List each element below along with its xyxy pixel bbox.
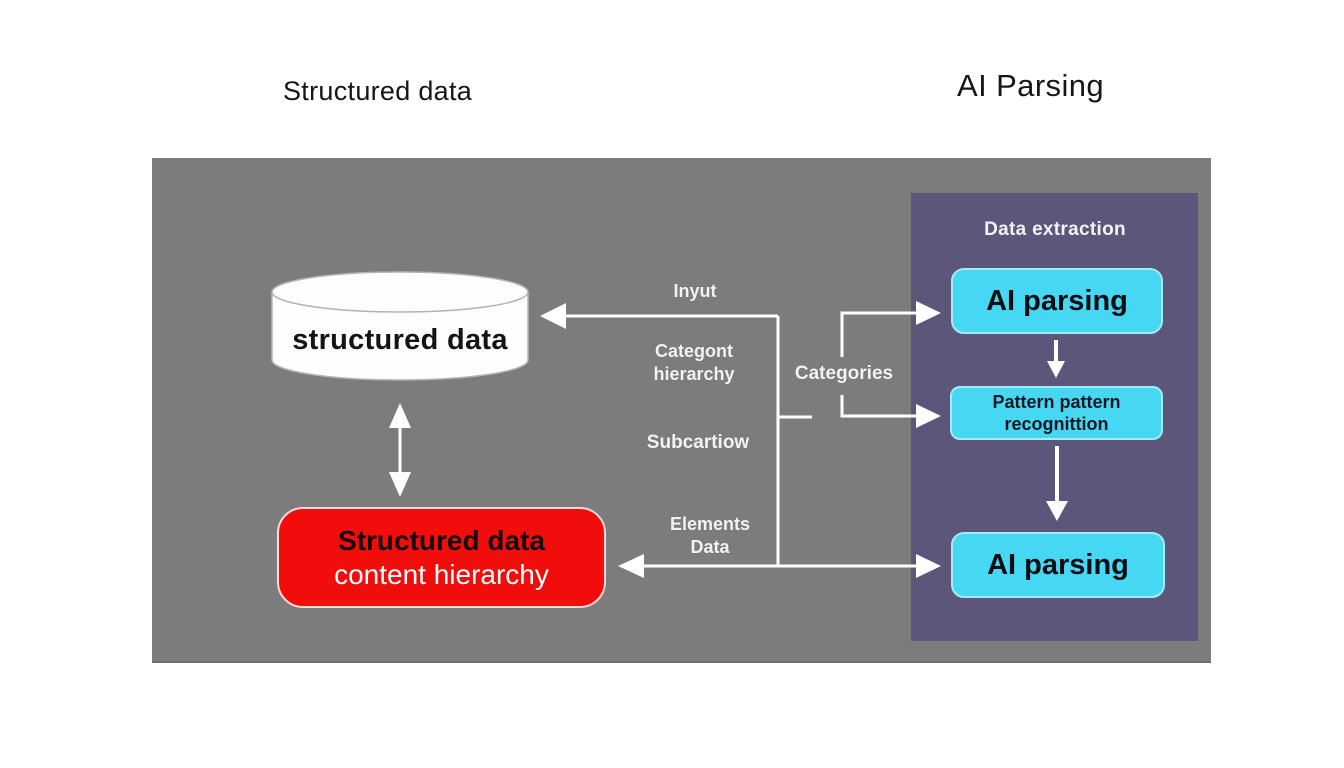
red-box-subtitle: content hierarchy [334, 558, 549, 590]
panel-title-data-extraction: Data extraction [984, 219, 1126, 240]
label-category-hierarchy: Categont hierarchy [653, 341, 735, 385]
page-title-structured-data: Structured data [283, 76, 473, 106]
label-input: Inyut [673, 281, 717, 301]
node-pattern-recognition: Pattern pattern recognittion [950, 386, 1163, 440]
red-box-title: Structured data [338, 524, 545, 556]
label-subcategory: Subcartiow [646, 432, 750, 453]
label-categories: Categories [794, 363, 894, 384]
content-hierarchy-node: Structured data content hierarchy [277, 507, 606, 608]
label-elements-data: Elements Data [669, 514, 751, 558]
node-ai-parsing-top: AI parsing [951, 268, 1163, 334]
page-title-ai-parsing: AI Parsing [957, 68, 1105, 103]
database-label: structured data [292, 324, 508, 356]
node-ai-parsing-bottom: AI parsing [951, 532, 1165, 598]
